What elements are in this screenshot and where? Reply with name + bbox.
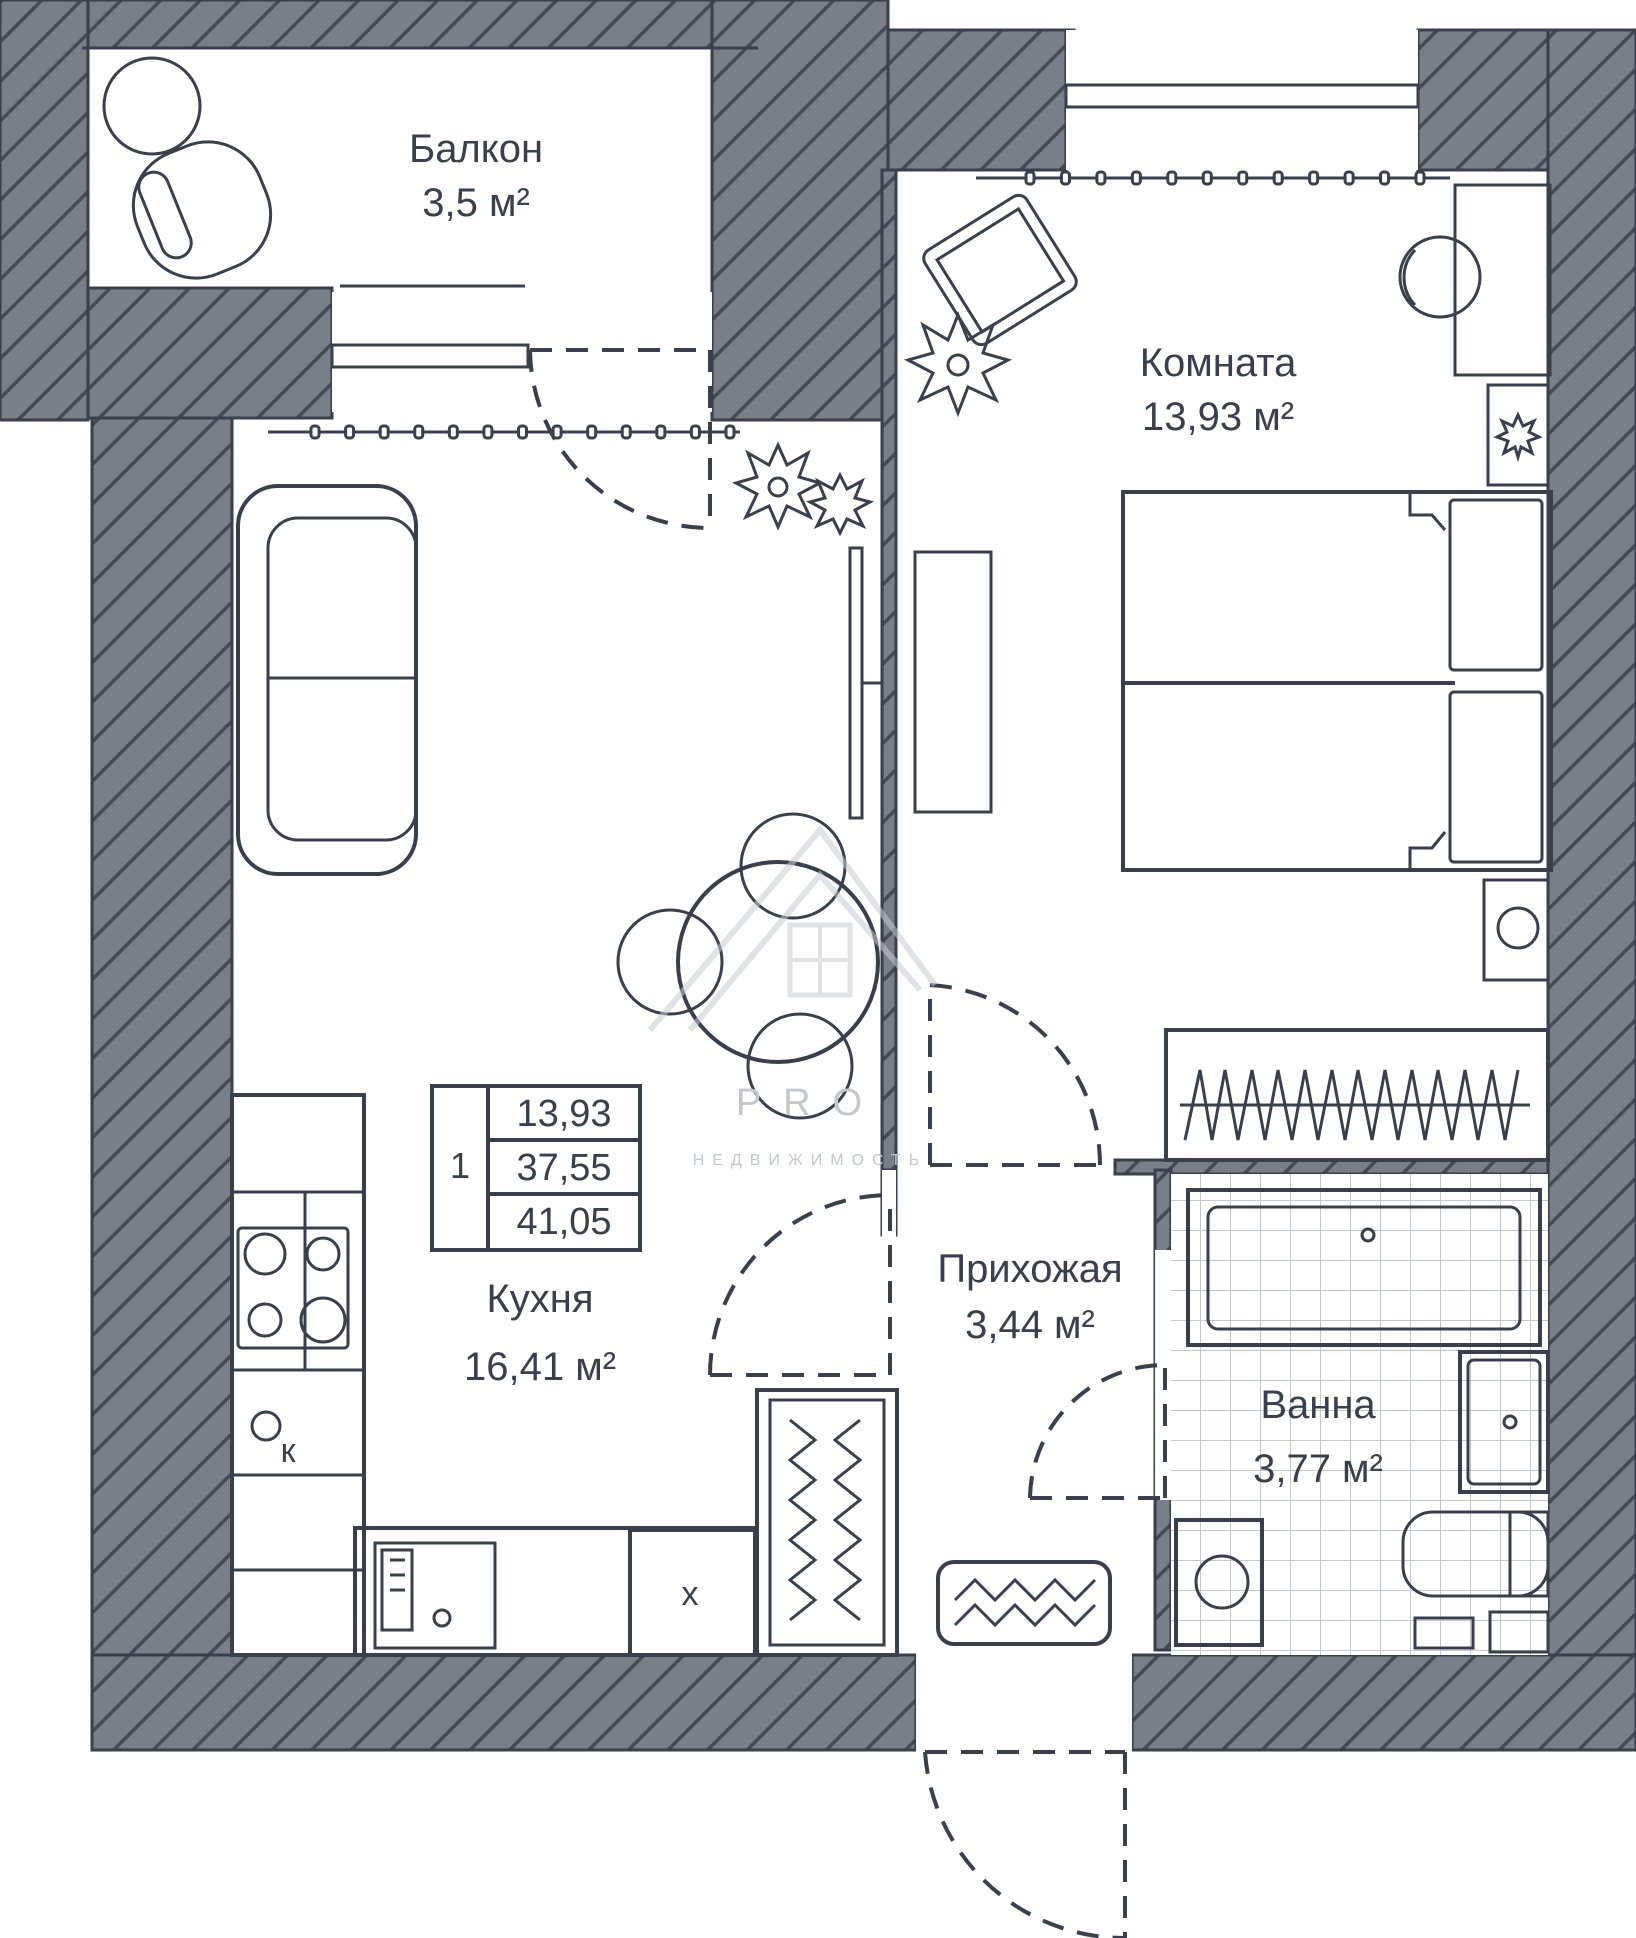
- curtain-ring: [724, 424, 736, 440]
- curtain-ring: [1414, 170, 1426, 186]
- curtain-ring: [309, 424, 321, 440]
- curtain-ring: [1024, 170, 1036, 186]
- curtain-ring: [1059, 170, 1071, 186]
- balcony-door: [528, 348, 712, 530]
- watermark-logo: [647, 825, 938, 1032]
- total-with-balcony-value: 41,05: [516, 1201, 611, 1243]
- curtain-ring: [1272, 170, 1284, 186]
- bathroom: [1171, 1174, 1550, 1655]
- kitchen-door: [708, 1193, 892, 1377]
- curtain-ring: [378, 424, 390, 440]
- curtain-ring: [344, 424, 356, 440]
- bathroom-name: Ванна: [1260, 1383, 1376, 1427]
- entrance-door: [923, 1750, 1127, 1938]
- curtain-ring: [1308, 170, 1320, 186]
- total-area-value: 37,55: [516, 1147, 611, 1189]
- kitchen-furniture: [230, 441, 899, 1657]
- room-area: 13,93 м²: [1142, 395, 1294, 439]
- curtain-ring: [1201, 170, 1213, 186]
- rooms-count: 1: [450, 1145, 470, 1186]
- hallway-area: 3,44 м²: [965, 1303, 1095, 1347]
- curtain-ring: [1379, 170, 1391, 186]
- room-furniture: [903, 183, 1553, 1162]
- curtain-ring: [413, 424, 425, 440]
- curtain-ring: [620, 424, 632, 440]
- curtain-ring: [655, 424, 667, 440]
- windows: [330, 30, 1420, 412]
- kitchen-area: 16,41 м²: [464, 1345, 616, 1389]
- curtain-ring: [482, 424, 494, 440]
- curtain-ring: [551, 424, 563, 440]
- curtain-ring: [517, 424, 528, 440]
- living-area-value: 13,93: [516, 1093, 611, 1135]
- curtain-ring: [1343, 170, 1355, 186]
- plant-icon: [1493, 411, 1543, 463]
- balcony-name: Балкон: [409, 127, 543, 171]
- curtain-ring: [1166, 170, 1178, 186]
- bathroom-area: 3,77 м²: [1253, 1447, 1383, 1491]
- room-door: [928, 983, 1103, 1167]
- room-name: Комната: [1140, 341, 1297, 385]
- balcony-furniture: [102, 56, 273, 280]
- hallway-furniture: [936, 1560, 1112, 1646]
- plant-icon: [903, 310, 1013, 418]
- curtain-ring: [1237, 170, 1249, 186]
- plant-icon: [731, 441, 825, 531]
- fridge-label: х: [682, 1575, 699, 1613]
- bathroom-door: [1028, 1363, 1167, 1500]
- plant-icon: [805, 471, 875, 537]
- curtain-rings-kitchen: [309, 424, 736, 440]
- walls: [0, 0, 1636, 1752]
- kitchen-name: Кухня: [486, 1277, 593, 1321]
- curtain-ring: [1130, 170, 1142, 186]
- curtain-rings-room: [1024, 170, 1426, 186]
- curtain-ring: [447, 424, 459, 440]
- watermark-brand: PRO: [736, 1082, 884, 1124]
- balcony-area: 3,5 м²: [422, 181, 530, 225]
- watermark-subtitle: НЕДВИЖИМОСТЬ: [693, 1152, 928, 1169]
- summary-table: [430, 1084, 642, 1252]
- boiler-label: к: [281, 1432, 297, 1470]
- curtain-ring: [586, 424, 598, 440]
- hallway-name: Прихожая: [937, 1247, 1122, 1291]
- curtain-ring: [1095, 170, 1107, 186]
- curtain-ring: [689, 424, 701, 440]
